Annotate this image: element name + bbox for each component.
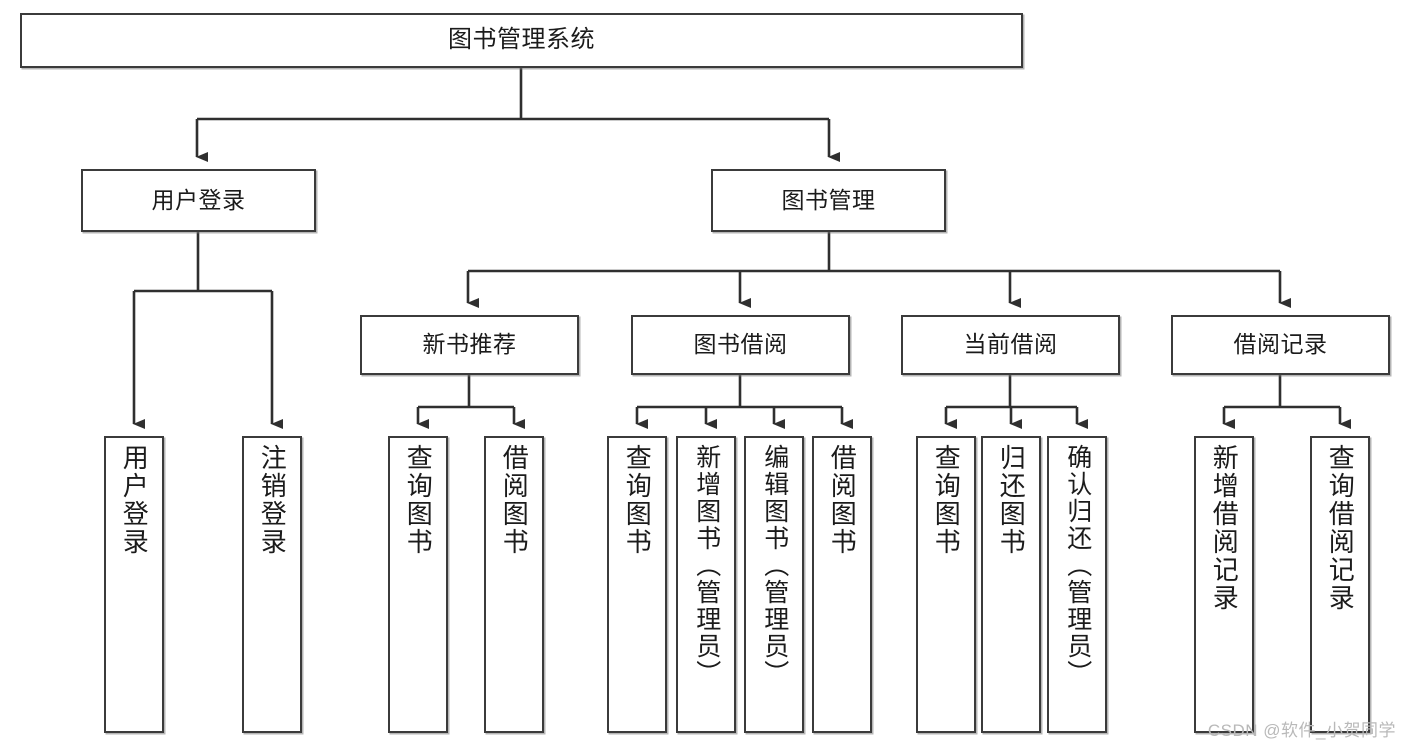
node-label: 查询借阅记录 [1325, 444, 1356, 612]
node-label: 查询图书 [403, 444, 434, 556]
node-label: 新书推荐 [422, 331, 517, 358]
node-book-management[interactable]: 图书管理 [711, 169, 946, 232]
leaf-borrow-borrow-book[interactable]: 借阅图书 [812, 436, 872, 733]
leaf-user-login-signout[interactable]: 注销登录 [242, 436, 302, 733]
node-label: 图书借阅 [693, 331, 788, 358]
leaf-borrow-add-book-admin[interactable]: 新增图书（管理员） [676, 436, 736, 733]
node-borrow-record[interactable]: 借阅记录 [1171, 315, 1390, 375]
node-label: 借阅图书 [827, 444, 858, 556]
leaf-record-add-borrow-record[interactable]: 新增借阅记录 [1194, 436, 1254, 733]
node-label: 新增借阅记录 [1209, 444, 1240, 612]
node-label: 查询图书 [931, 444, 962, 556]
leaf-record-query-borrow-record[interactable]: 查询借阅记录 [1310, 436, 1370, 733]
node-book-borrow[interactable]: 图书借阅 [631, 315, 850, 375]
leaf-new-book-query[interactable]: 查询图书 [388, 436, 448, 733]
node-label: 图书管理系统 [448, 26, 595, 54]
node-label: 归还图书 [996, 444, 1027, 556]
node-label: 图书管理 [781, 186, 876, 213]
leaf-current-query-book[interactable]: 查询图书 [916, 436, 976, 733]
leaf-current-return-book[interactable]: 归还图书 [981, 436, 1041, 733]
node-user-login[interactable]: 用户登录 [81, 169, 316, 232]
leaf-borrow-query-book[interactable]: 查询图书 [607, 436, 667, 733]
node-label: 用户登录 [119, 444, 150, 556]
leaf-user-login-signin[interactable]: 用户登录 [104, 436, 164, 733]
node-label: 注销登录 [257, 444, 288, 556]
leaf-current-confirm-return-admin[interactable]: 确认归还（管理员） [1047, 436, 1107, 733]
node-label: 新增图书（管理员） [692, 444, 721, 687]
node-new-book-recommend[interactable]: 新书推荐 [360, 315, 579, 375]
node-label: 用户登录 [151, 186, 246, 213]
leaf-new-book-borrow[interactable]: 借阅图书 [484, 436, 544, 733]
node-label: 借阅图书 [499, 444, 530, 556]
leaf-borrow-edit-book-admin[interactable]: 编辑图书（管理员） [744, 436, 804, 733]
node-label: 借阅记录 [1233, 331, 1328, 358]
node-label: 编辑图书（管理员） [760, 444, 789, 687]
node-label: 查询图书 [622, 444, 653, 556]
node-current-borrow[interactable]: 当前借阅 [901, 315, 1120, 375]
node-label: 当前借阅 [963, 331, 1058, 358]
node-label: 确认归还（管理员） [1063, 444, 1092, 687]
node-root-book-management-system[interactable]: 图书管理系统 [20, 13, 1023, 68]
